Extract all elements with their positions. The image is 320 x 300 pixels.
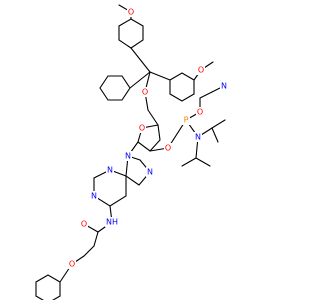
atom-label-o: O	[81, 220, 87, 229]
atom-label-o: O	[142, 88, 148, 97]
ring-methoxyphenyl-a	[118, 18, 144, 49]
oxygen-amide-carbonyl: O	[80, 219, 88, 229]
nitrogen-n3: N	[106, 165, 114, 175]
atom-label-nh: NH	[106, 218, 118, 227]
oxygen-phenoxy-ether: O	[68, 259, 76, 269]
atom-label-n: N	[107, 166, 113, 175]
ring-imidazole	[125, 155, 151, 186]
atom-label-p: P	[184, 116, 189, 125]
atom-label-n: N	[221, 82, 227, 91]
nitrogen-diisopropylamino: N	[194, 132, 202, 142]
ring-methoxyphenyl-b	[169, 72, 195, 102]
atom-labels: O O O O O P O N	[68, 7, 228, 269]
atom-label-o: O	[69, 260, 75, 269]
oxygen-3prime: O	[164, 143, 172, 153]
ring-phenoxy	[35, 274, 61, 300]
atom-label-o: O	[197, 108, 203, 117]
oxygen-methoxy-a: O	[127, 7, 135, 17]
atom-label-o: O	[198, 66, 204, 75]
ring-phenyl-trityl	[99, 75, 131, 101]
oxygen-sugar-ring: O	[138, 123, 146, 133]
atom-label-o: O	[165, 144, 171, 153]
nitrogen-n9: N	[124, 151, 132, 161]
atom-label-n: N	[91, 192, 97, 201]
nitrogen-nitrile: N	[220, 81, 228, 91]
atom-label-o: O	[128, 8, 134, 17]
atom-label-n: N	[125, 152, 131, 161]
atom-label-n: N	[147, 168, 153, 177]
ring-pyrimidine	[93, 169, 127, 207]
oxygen-cyanoethyl: O	[196, 107, 204, 117]
nitrogen-amide-nh: NH	[105, 217, 119, 227]
nitrogen-n7: N	[146, 167, 154, 177]
nitrogen-n1: N	[90, 191, 98, 201]
atom-label-n: N	[195, 133, 201, 142]
oxygen-5prime: O	[141, 87, 149, 97]
atom-label-o: O	[139, 124, 145, 133]
phosphorus: P	[182, 115, 190, 125]
molecule-structure: O O O O O P O N	[35, 4, 228, 300]
oxygen-methoxy-b: O	[197, 65, 205, 75]
